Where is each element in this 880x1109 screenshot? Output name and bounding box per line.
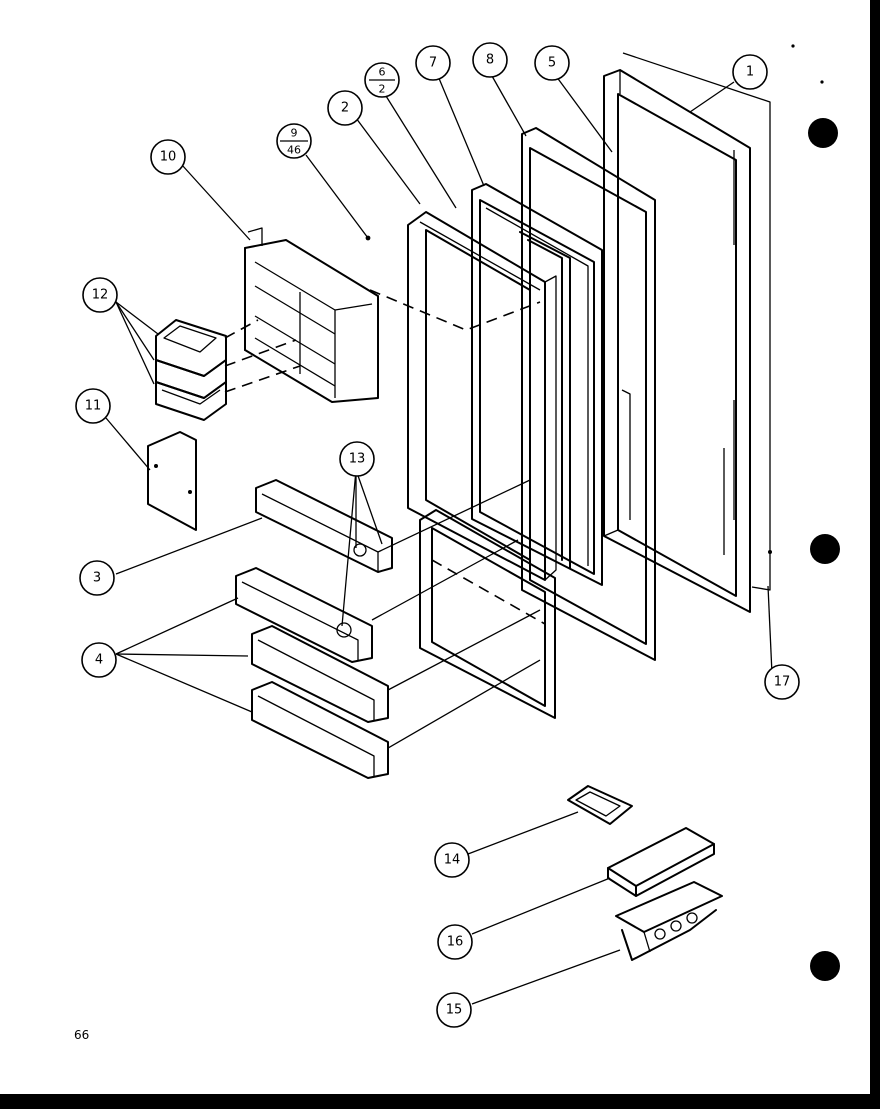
callout-11: 11: [75, 388, 111, 424]
callout-label: 2: [341, 101, 349, 116]
assembly-line: [377, 479, 531, 553]
callout-4: 4: [81, 642, 117, 678]
callout-label: 4: [95, 653, 103, 668]
callout-label-bottom: 2: [379, 83, 386, 96]
callout-label: 3: [93, 571, 101, 586]
callout-label-top: 9: [291, 127, 298, 140]
callout-1: 1: [732, 54, 768, 90]
callout-6-2: 6 2: [364, 62, 400, 98]
inner-liner-lower: [419, 509, 556, 719]
callout-10: 10: [150, 139, 186, 175]
callout-label: 10: [160, 150, 177, 165]
callout-label: 7: [429, 56, 437, 71]
callout-label-bottom: 46: [287, 144, 301, 157]
door-bin-upper: [255, 479, 393, 573]
callout-5: 5: [534, 45, 570, 81]
callout-13: 13: [339, 441, 375, 477]
callout-15: 15: [436, 992, 472, 1028]
binder-hole: [808, 118, 838, 148]
ice-bucket: [615, 881, 723, 961]
callout-2: 2: [327, 90, 363, 126]
small-tray: [567, 785, 633, 825]
callout-3: 3: [79, 560, 115, 596]
binder-hole: [810, 534, 840, 564]
scan-edge-right: [870, 0, 880, 1109]
assembly-line: [224, 319, 259, 339]
callout-label: 14: [444, 853, 461, 868]
storage-containers: [155, 319, 227, 421]
callout-7: 7: [415, 45, 451, 81]
tray-cover: [607, 827, 715, 897]
callout-label: 1: [746, 65, 754, 80]
binder-hole: [810, 951, 840, 981]
binder-holes: [808, 118, 840, 981]
assembly-line: [369, 289, 541, 331]
scan-edge-bottom: [0, 1094, 880, 1109]
callout-label: 8: [486, 53, 494, 68]
breaker-strip: [519, 231, 571, 569]
callout-17: 17: [764, 664, 800, 700]
outer-door-panel: [622, 52, 771, 591]
assembly-line: [387, 659, 541, 749]
callout-label: 11: [85, 399, 102, 414]
callout-14: 14: [434, 842, 470, 878]
callout-label: 16: [447, 935, 464, 950]
leader-lines: [105, 75, 773, 1005]
callout-12: 12: [82, 277, 118, 313]
callout-label: 17: [774, 675, 791, 690]
callout-label: 5: [548, 56, 556, 71]
callout-label-top: 6: [379, 66, 386, 79]
dairy-door: [147, 431, 197, 531]
assembly-line: [371, 539, 519, 621]
outer-door: [603, 69, 772, 613]
assembly-line: [387, 609, 541, 691]
callout-9-46: 9 46: [276, 123, 312, 159]
callout-label: 15: [446, 1003, 463, 1018]
assembly-line: [224, 339, 297, 367]
callout-label: 12: [92, 288, 109, 303]
page-number: 66: [74, 1028, 89, 1042]
callout-16: 16: [437, 924, 473, 960]
door-bins: [235, 567, 389, 779]
callout-label: 13: [349, 452, 366, 467]
shelf-unit: [244, 227, 379, 403]
callout-8: 8: [472, 42, 508, 78]
assembly-line: [224, 365, 301, 393]
